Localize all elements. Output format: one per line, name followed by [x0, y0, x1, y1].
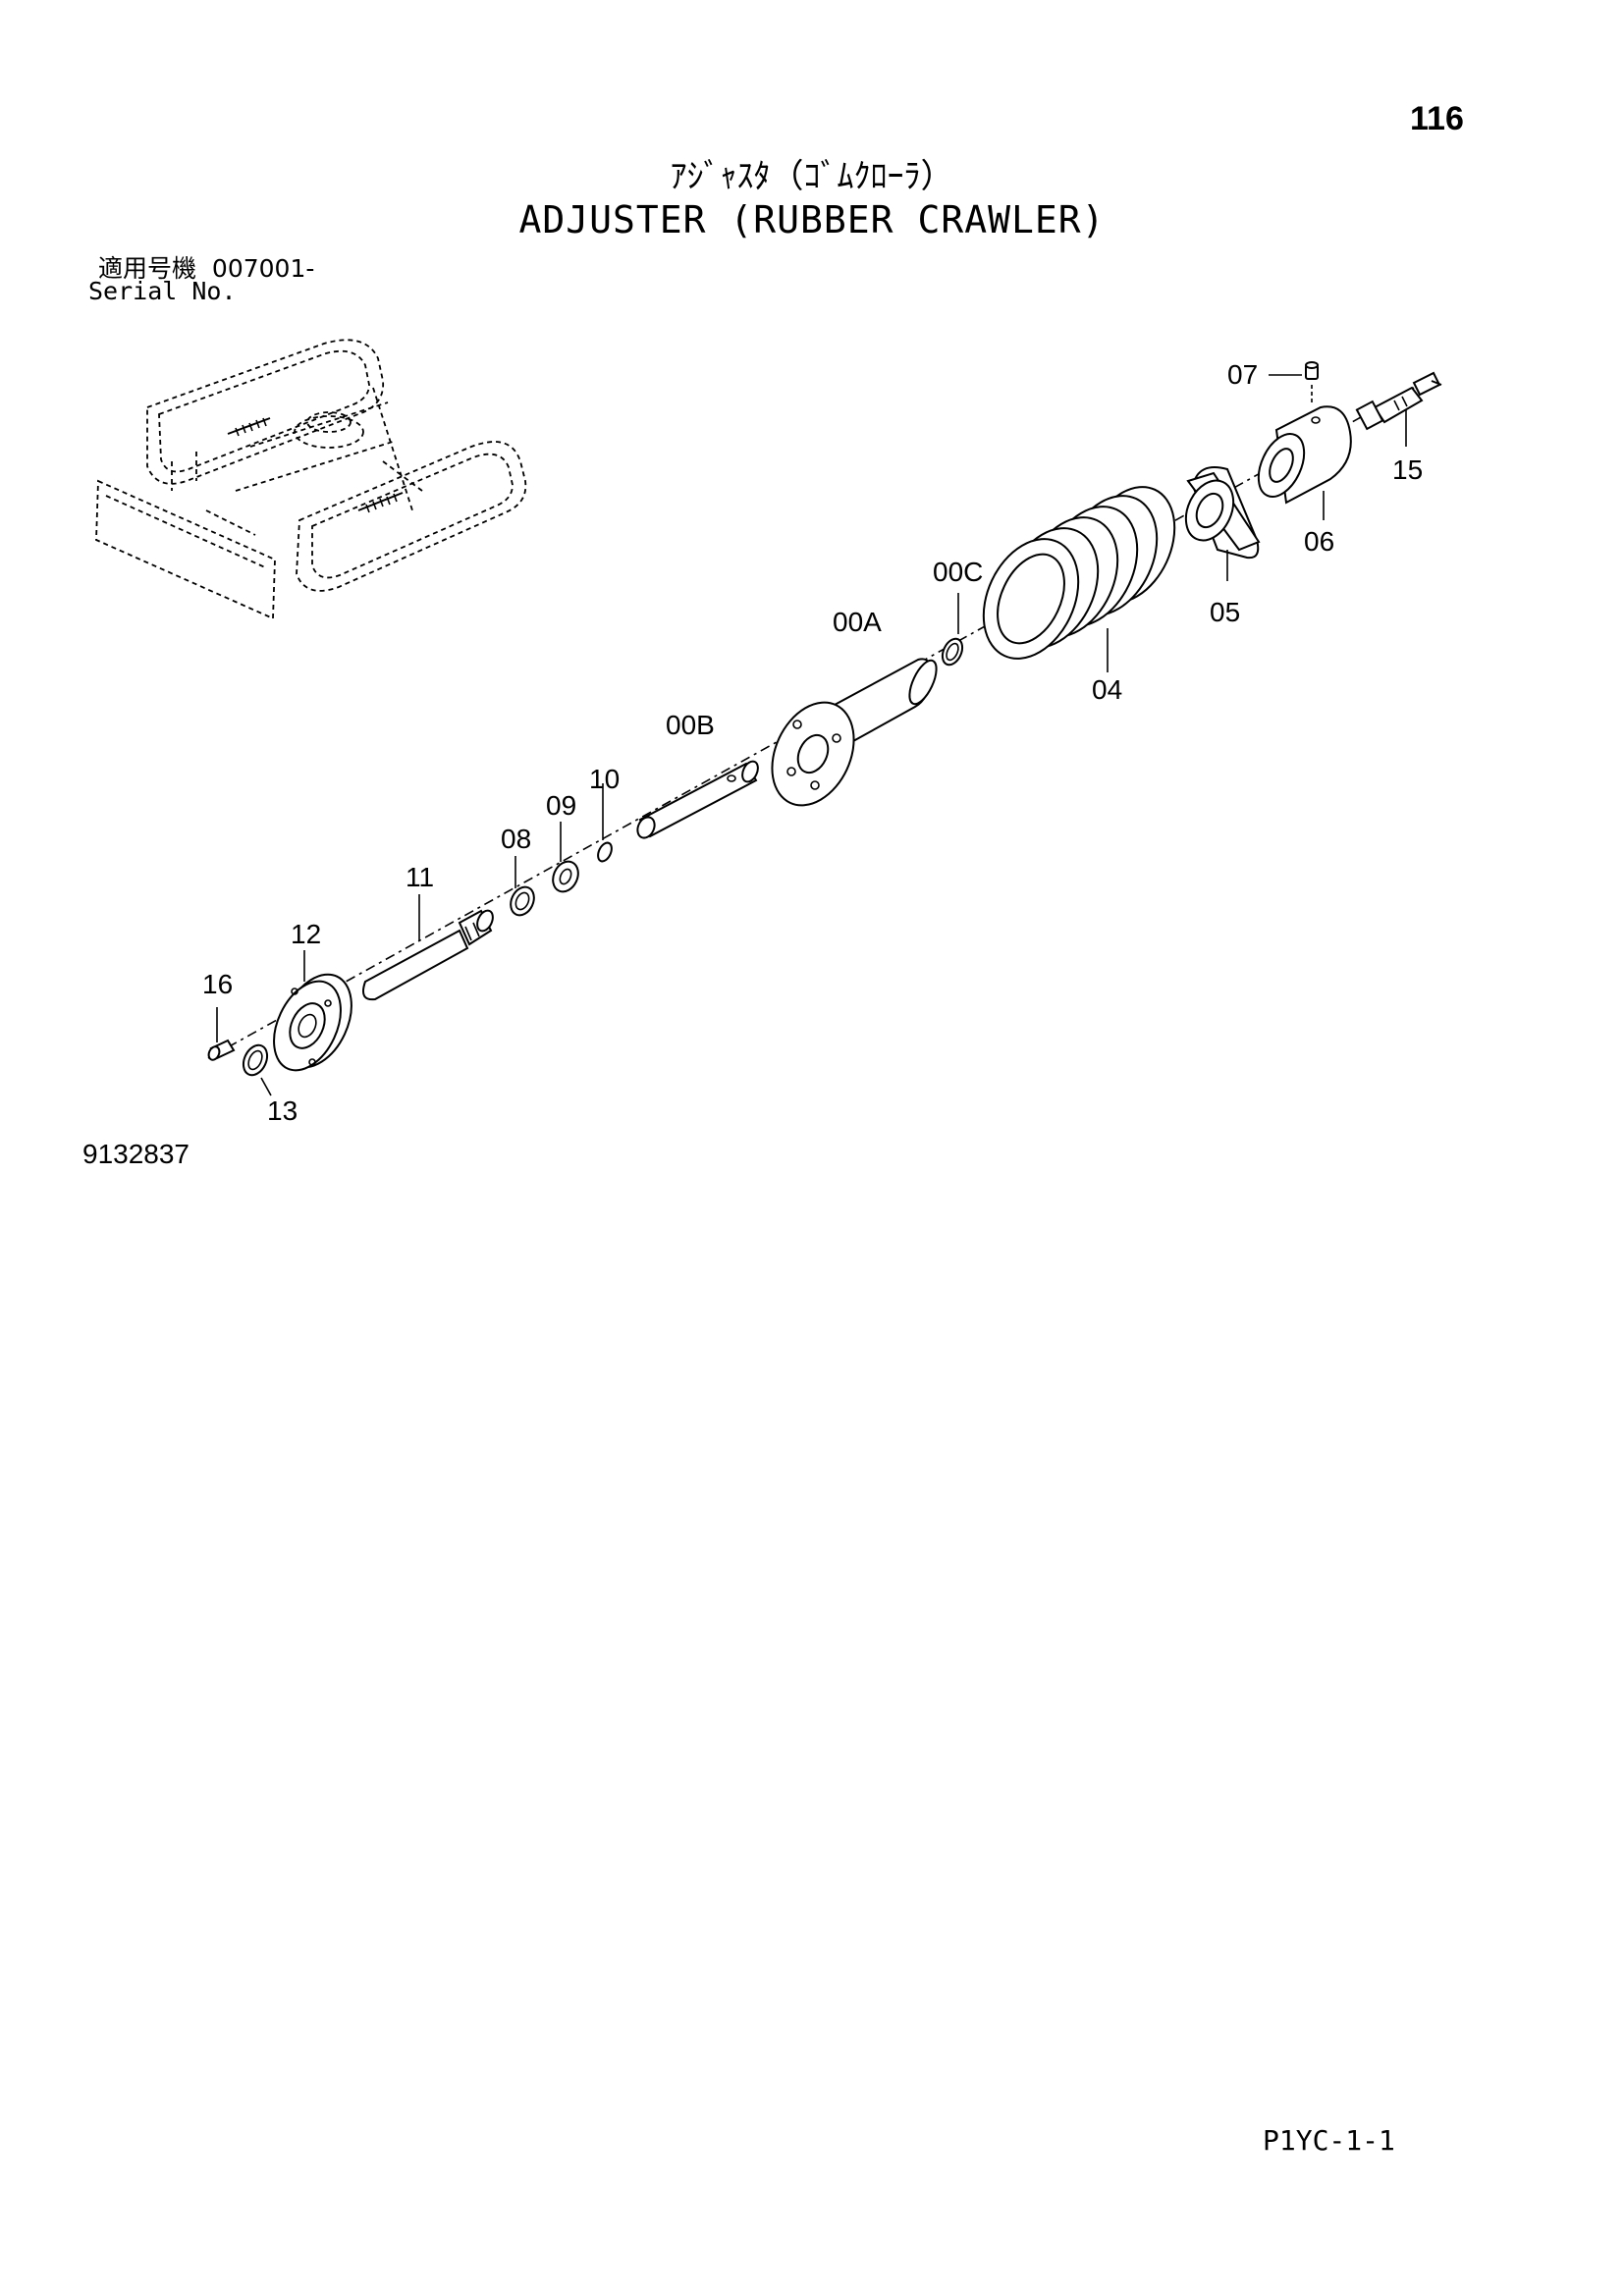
adjuster-highlight-right	[357, 492, 404, 513]
part-06-cylinder	[1257, 405, 1352, 505]
serial-label-english: Serial No.	[88, 277, 237, 305]
drawing-reference-number: 9132837	[82, 1139, 190, 1169]
label-15: 15	[1392, 454, 1423, 485]
part-12-cover	[273, 973, 352, 1072]
label-07: 07	[1227, 359, 1258, 390]
serial-label-jp-text: 適用号機	[98, 254, 197, 283]
label-12: 12	[291, 919, 321, 949]
label-00A: 00A	[833, 607, 882, 637]
title-japanese: ｱｼﾞｬｽﾀ（ｺﾞﾑｸﾛｰﾗ）	[670, 157, 954, 196]
label-05: 05	[1210, 597, 1240, 627]
part-00B-rod	[636, 760, 759, 839]
part-07-plug	[1305, 361, 1319, 404]
serial-label-japanese: 適用号機 007001-	[98, 249, 314, 285]
label-00B: 00B	[666, 710, 715, 740]
part-09-bushing	[552, 860, 579, 893]
center-frame-outline	[205, 387, 423, 536]
label-10: 10	[589, 764, 620, 794]
label-08: 08	[501, 824, 531, 854]
part-05-flange	[1184, 466, 1261, 560]
title-english: ADJUSTER (RUBBER CRAWLER)	[518, 198, 1106, 241]
label-13: 13	[267, 1095, 298, 1126]
page-number: 116	[1410, 100, 1464, 137]
leader-lines	[216, 374, 1407, 1096]
part-00C-o-ring	[941, 637, 964, 667]
label-00C: 00C	[933, 557, 983, 587]
footer-page-code: P1YC-1-1	[1263, 2124, 1395, 2157]
part-11-plunger	[362, 909, 494, 1001]
part-13-snap-ring	[242, 1043, 269, 1077]
adjuster-highlight-left	[227, 417, 271, 437]
machine-location-inset	[95, 339, 527, 620]
label-06: 06	[1304, 526, 1334, 557]
part-labels: 07 15 06 05 04 00C 00A 00B 10 09 08 11 1…	[202, 359, 1423, 1126]
part-00A-flanged-tube	[771, 658, 938, 807]
part-10-ring	[597, 841, 613, 863]
label-11: 11	[406, 862, 434, 892]
right-track-outline	[296, 441, 527, 592]
left-track-outline	[146, 339, 385, 491]
label-16: 16	[202, 969, 233, 999]
part-16-bolt	[207, 1039, 236, 1061]
part-15-grease-fitting	[1355, 371, 1442, 431]
label-09: 09	[546, 790, 576, 821]
part-04-spring	[982, 486, 1176, 660]
center-axis-line	[207, 387, 1415, 1059]
label-04: 04	[1092, 674, 1122, 705]
serial-value: 007001-	[211, 254, 315, 283]
part-08-seal	[510, 885, 535, 917]
dozer-blade-outline	[95, 479, 276, 620]
